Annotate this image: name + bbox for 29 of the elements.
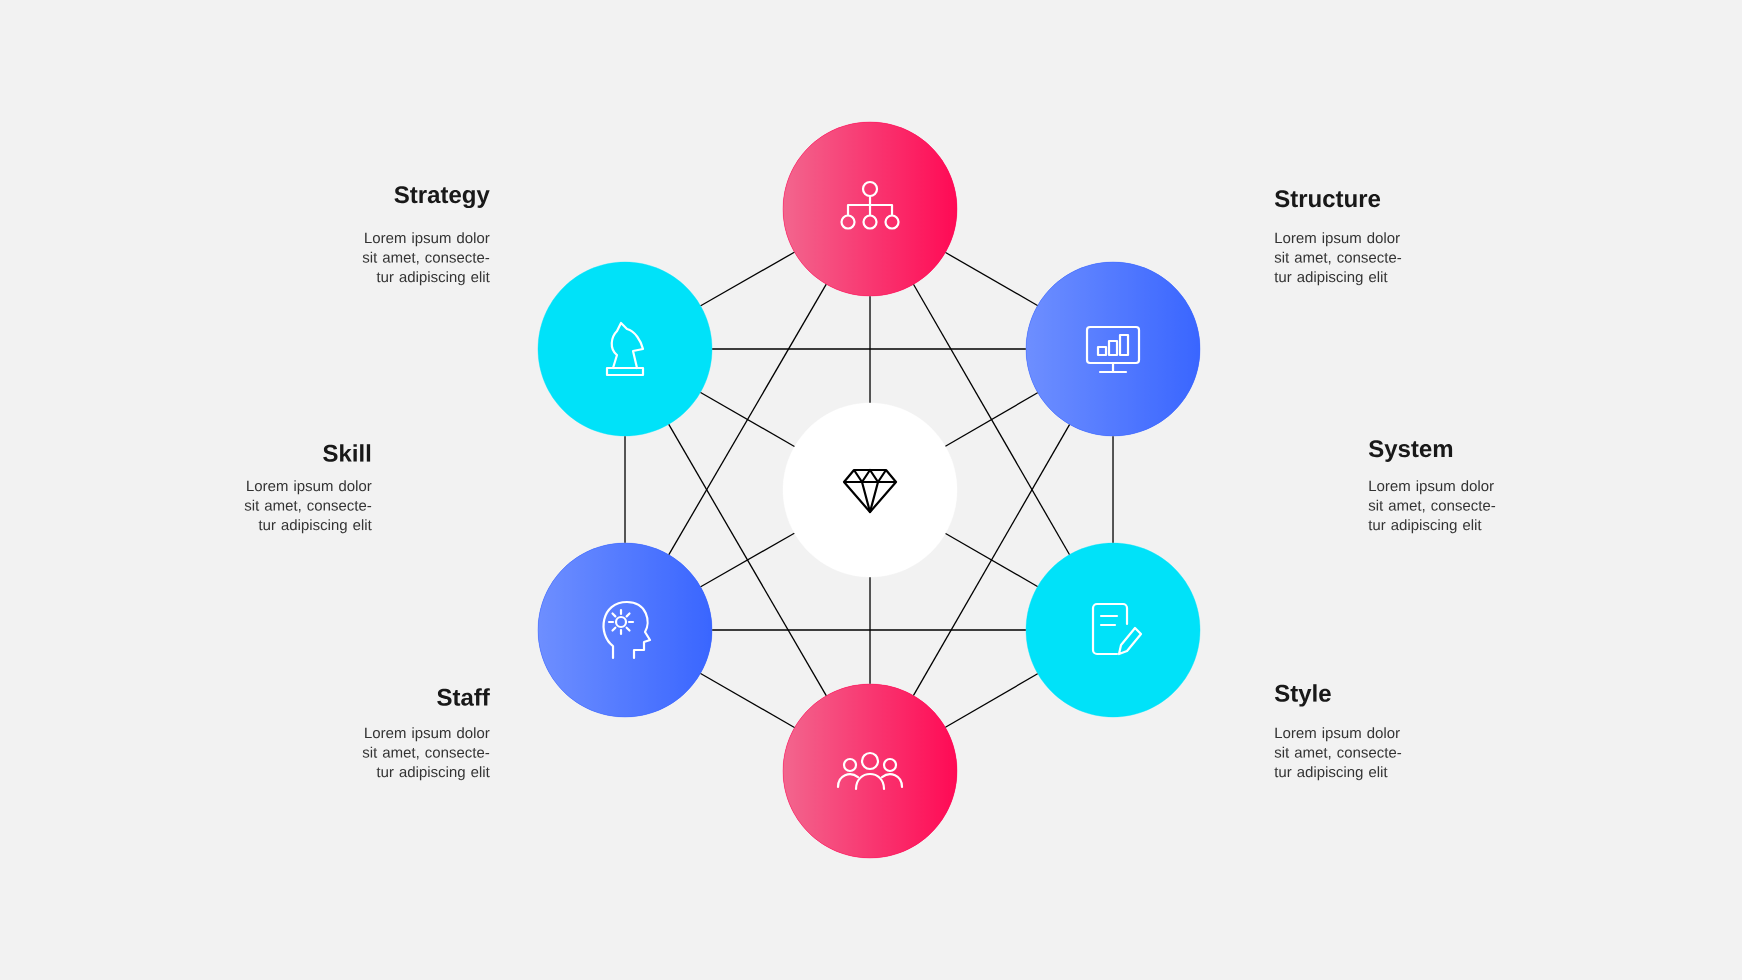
- circle-node: [1025, 542, 1201, 718]
- connector-line: [668, 283, 827, 556]
- description-text: Lorem ipsum dolor sit amet, consecte- tur adipiscing elit: [362, 232, 490, 286]
- connector-line: [944, 392, 1039, 447]
- connector-line: [869, 295, 871, 404]
- connector-line: [700, 532, 795, 588]
- description-text: Lorem ipsum dolor sit amet, consecte- tur adipiscing elit: [1274, 232, 1402, 286]
- connector-line: [912, 423, 1071, 697]
- connector-line: [944, 532, 1039, 588]
- connector-line: [624, 435, 626, 544]
- connector-line: [944, 673, 1039, 728]
- connector-line: [1112, 435, 1114, 544]
- heading: Skill: [323, 444, 371, 462]
- circle-node: [537, 261, 713, 437]
- description-text: Lorem ipsum dolor sit amet, consecte- tur adipiscing elit: [244, 480, 372, 534]
- heading: System: [1368, 440, 1453, 462]
- connector-line: [711, 348, 1027, 350]
- connector-line: [699, 672, 796, 729]
- connector-line: [912, 283, 1071, 556]
- description-text: Lorem ipsum dolor sit amet, consecte- tur adipiscing elit: [362, 727, 490, 781]
- connector-line: [668, 423, 827, 697]
- connector-line: [699, 391, 796, 448]
- connector-line: [869, 576, 871, 685]
- circle-node: [782, 402, 958, 578]
- description-text: Lorem ipsum dolor sit amet, consecte- tur adipiscing elit: [1274, 727, 1402, 781]
- connector-line: [711, 629, 1027, 631]
- description-text: Lorem ipsum dolor sit amet, consecte- tur adipiscing elit: [1368, 480, 1496, 534]
- connector-line: [700, 251, 795, 307]
- connector-line: [944, 251, 1039, 307]
